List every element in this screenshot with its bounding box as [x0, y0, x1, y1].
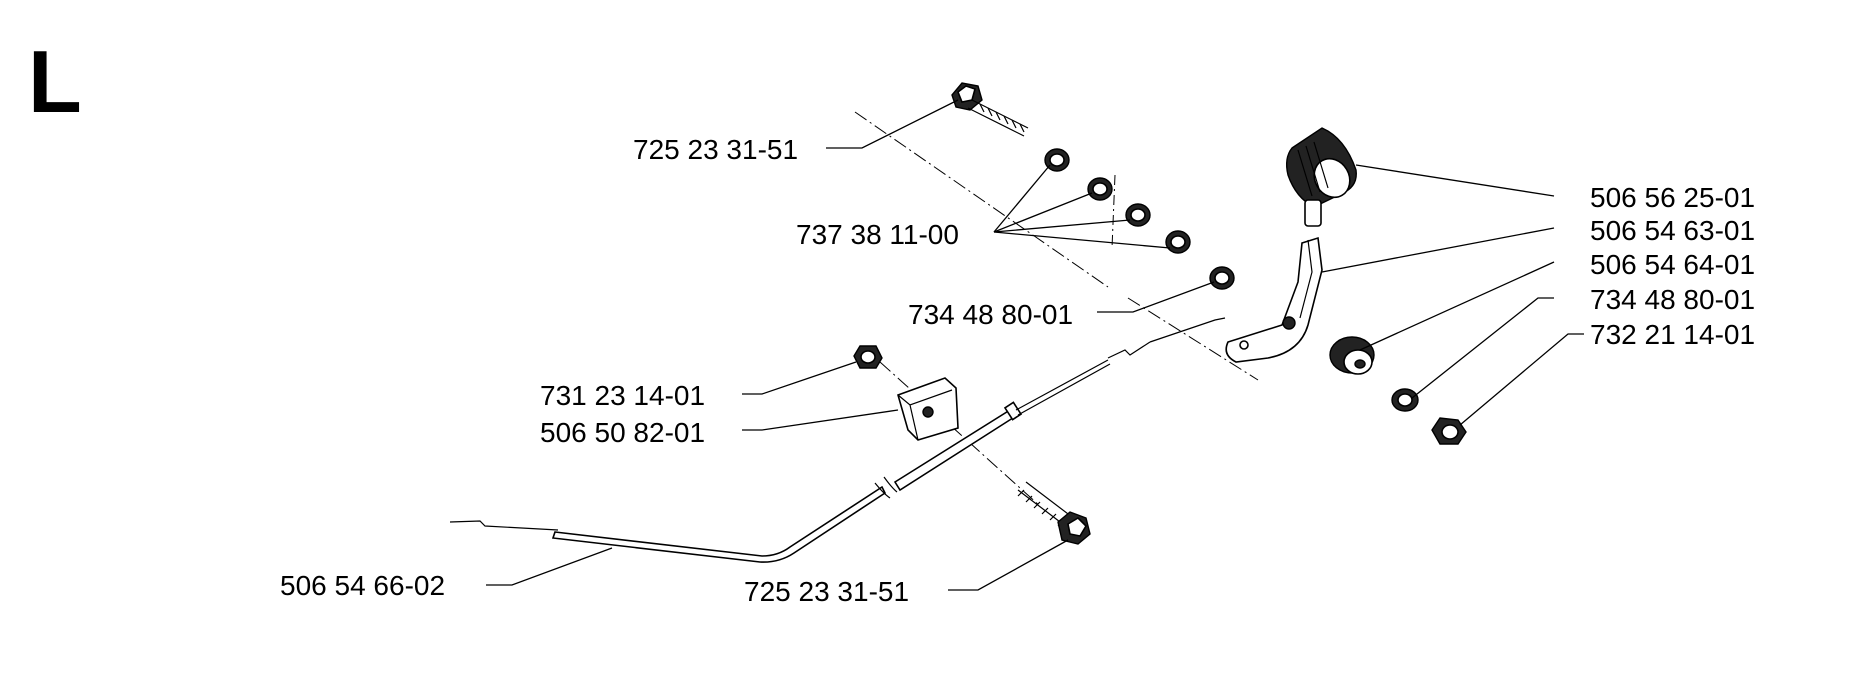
leader-cable: [486, 547, 613, 586]
label-bushing: 506 54 64-01: [1590, 249, 1755, 280]
cable: [449, 341, 1151, 563]
leader-cable-upper: [1149, 317, 1226, 343]
nut-left: [853, 345, 883, 369]
label-lever: 506 54 63-01: [1590, 215, 1755, 246]
washer-1: [1044, 148, 1070, 172]
knob: [1285, 127, 1357, 227]
leader-washers-3: [993, 219, 1131, 233]
lever: [1225, 236, 1323, 363]
bushing: [1329, 336, 1375, 375]
leader-nut-right: [1459, 333, 1584, 426]
leader-bracket: [742, 409, 899, 431]
leader-washers-2: [993, 192, 1093, 233]
bolt-bottom: [1017, 481, 1091, 545]
washer-5: [1209, 266, 1235, 290]
assembly-axis-line-right: [1127, 297, 1259, 381]
bracket: [897, 377, 959, 441]
leader-washer-mid: [1097, 281, 1215, 313]
bracket-axis-line: [879, 361, 1041, 507]
leader-bushing: [1359, 261, 1555, 351]
assembly-axis-line: [854, 111, 1109, 288]
label-bracket: 506 50 82-01: [540, 417, 705, 448]
leader-bolt-top: [826, 99, 959, 149]
leader-washer-right: [1411, 297, 1554, 399]
leader-bolt-bottom: [948, 539, 1069, 591]
leader-washers-1: [993, 164, 1051, 233]
label-bolt-bottom: 725 23 31-51: [744, 576, 909, 607]
leader-nut-left: [742, 361, 857, 395]
label-nut-left: 731 23 14-01: [540, 380, 705, 411]
washer-3: [1125, 203, 1151, 227]
nut-right: [1431, 417, 1467, 445]
label-washers: 737 38 11-00: [796, 219, 959, 250]
label-bolt-top: 725 23 31-51: [633, 134, 798, 165]
section-letter: L: [28, 32, 82, 131]
leader-lever: [1321, 227, 1555, 273]
washer-4: [1165, 230, 1191, 254]
washer-right: [1391, 388, 1419, 412]
bolt-top: [951, 82, 1029, 137]
knob-axis-line: [1111, 174, 1116, 249]
label-washer-right: 734 48 80-01: [1590, 284, 1755, 315]
label-washer-mid: 734 48 80-01: [908, 299, 1073, 330]
label-nut-right: 732 21 14-01: [1590, 319, 1755, 350]
leader-washers-4: [993, 231, 1171, 249]
label-knob: 506 56 25-01: [1590, 182, 1755, 213]
label-cable: 506 54 66-02: [280, 570, 445, 601]
leader-knob: [1355, 164, 1555, 197]
washer-2: [1087, 177, 1113, 201]
